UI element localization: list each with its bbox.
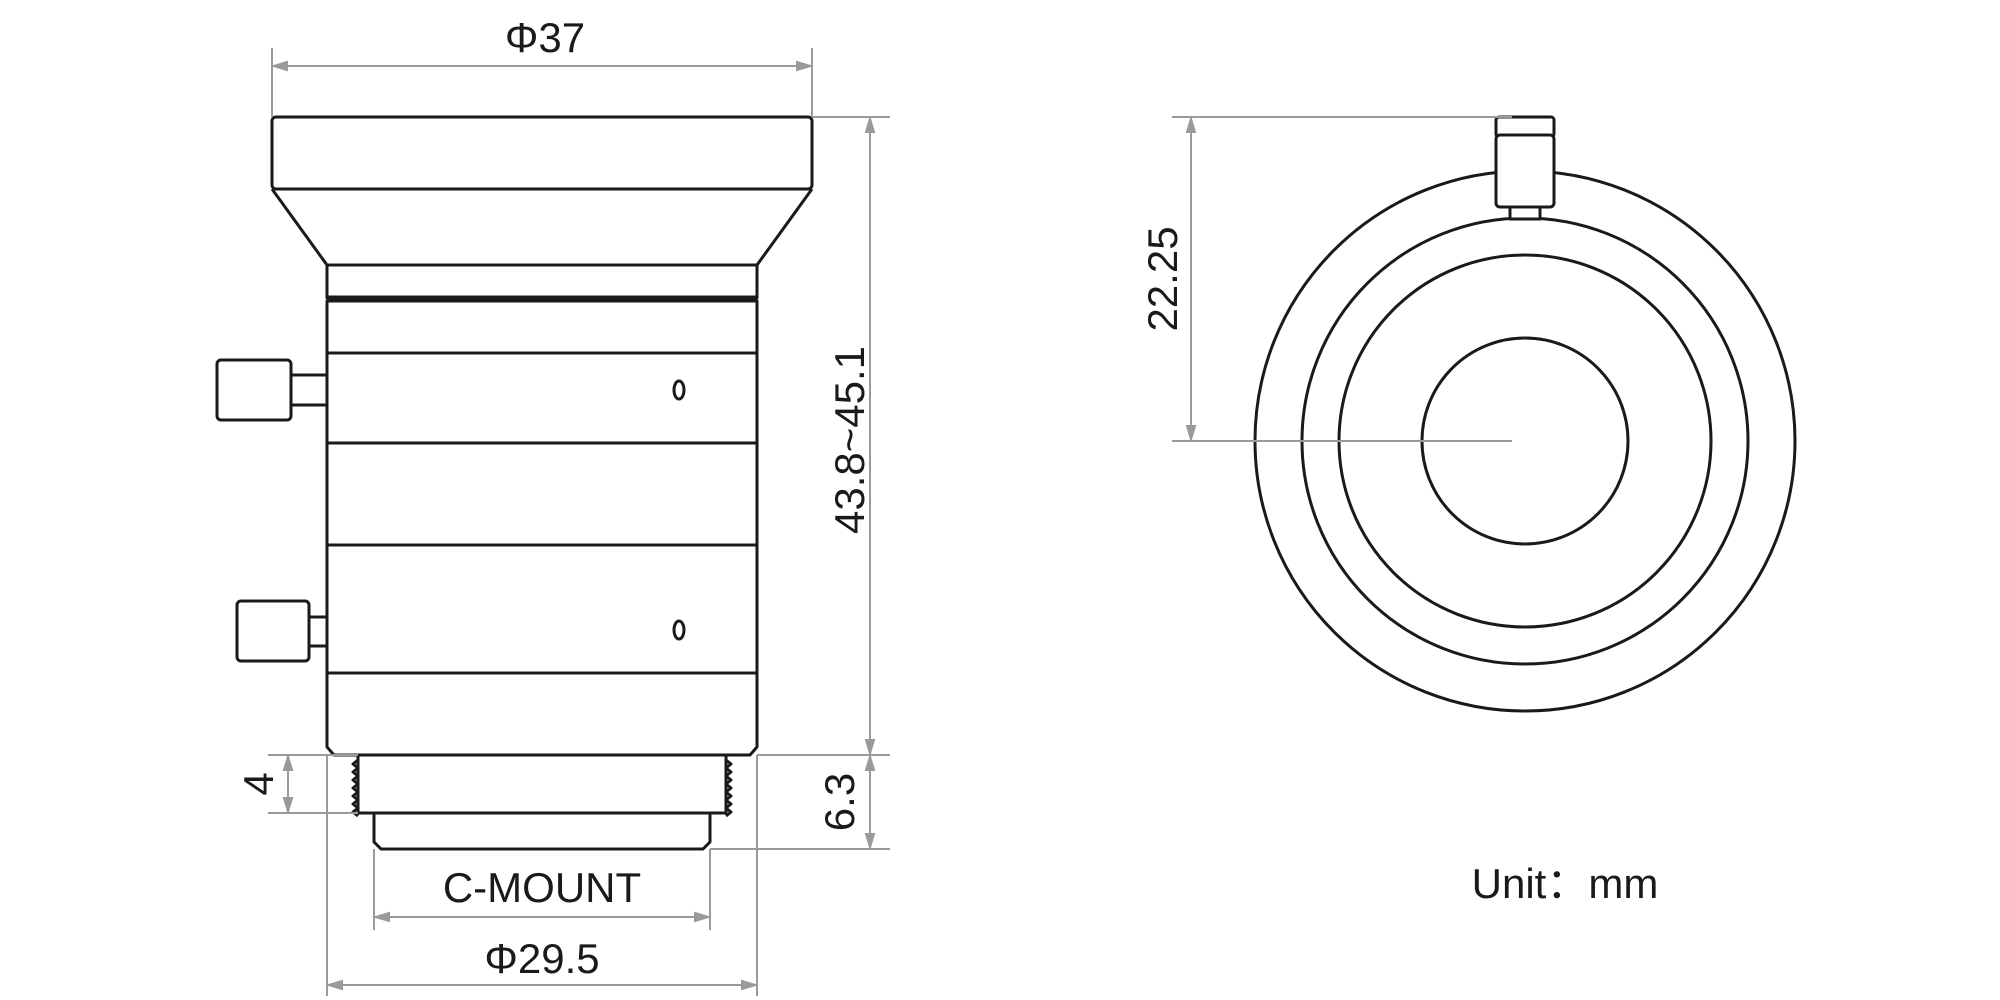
dim-front-diameter-label: Φ37 bbox=[505, 14, 585, 61]
dim-knob-height: 22.25 bbox=[1139, 115, 1512, 443]
dim-mount-diameter: Φ29.5 bbox=[325, 755, 759, 996]
iris-ring bbox=[325, 543, 759, 675]
dim-length-label: 43.8~45.1 bbox=[826, 346, 873, 534]
dim-flange-label: 6.3 bbox=[816, 773, 863, 831]
iris-lock-knob bbox=[235, 599, 327, 663]
lens-front-view: 22.25 Unit：mm bbox=[1139, 115, 1797, 907]
barrel-ring-3 bbox=[325, 441, 759, 547]
focus-index-mark bbox=[672, 379, 686, 401]
lens-side-view: Φ37 43.8~45.1 6.3 4 C-MOUNT bbox=[215, 14, 890, 996]
barrel-ring-2 bbox=[325, 299, 759, 355]
barrel-ring-1 bbox=[325, 263, 759, 300]
dim-mount-width: C-MOUNT bbox=[372, 849, 712, 930]
rear-ring bbox=[325, 671, 759, 757]
front-lock-knob bbox=[1494, 115, 1556, 221]
mount-label: C-MOUNT bbox=[443, 864, 641, 911]
dim-front-diameter: Φ37 bbox=[270, 14, 814, 117]
front-taper bbox=[270, 188, 814, 267]
dim-length: 43.8~45.1 bbox=[757, 115, 890, 757]
dim-thread-label: 4 bbox=[235, 772, 282, 795]
c-mount-thread bbox=[351, 753, 733, 851]
unit-label: Unit：mm bbox=[1472, 860, 1659, 907]
dim-mount-diameter-label: Φ29.5 bbox=[484, 935, 599, 982]
iris-index-mark bbox=[672, 619, 686, 641]
focus-lock-knob bbox=[215, 358, 327, 422]
front-hood bbox=[270, 115, 814, 191]
dim-thread: 4 bbox=[235, 753, 358, 815]
dim-flange: 6.3 bbox=[710, 753, 890, 851]
dim-knob-height-label: 22.25 bbox=[1139, 226, 1186, 331]
focus-ring bbox=[325, 351, 759, 445]
